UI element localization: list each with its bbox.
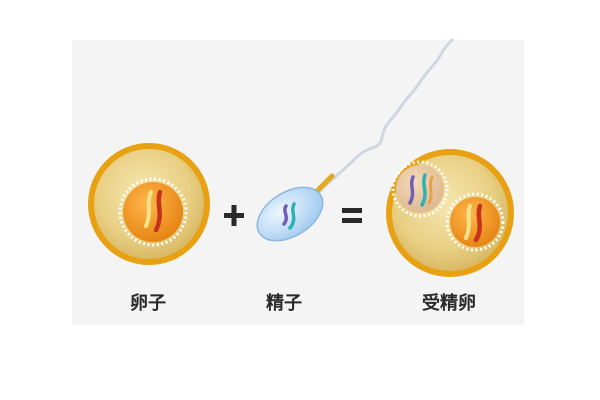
sperm-cell [256, 38, 454, 242]
sperm-tail [316, 38, 454, 195]
chromosome-teal [288, 202, 296, 230]
egg-label: 卵子 [130, 293, 166, 314]
zygote-cell [386, 149, 514, 277]
plus-sign [224, 205, 244, 226]
equals-sign [342, 208, 362, 223]
paternal-pronucleus [391, 160, 449, 218]
sperm-label: 精子 [266, 293, 302, 314]
egg-cell [88, 143, 210, 265]
egg-nucleus [118, 177, 188, 247]
sperm-head [256, 186, 324, 242]
chromosome-purple [282, 204, 289, 226]
chromosome-red [153, 189, 163, 233]
maternal-pronucleus [445, 192, 505, 252]
zygote-label: 受精卵 [422, 293, 476, 314]
chromosome-yellow [144, 190, 153, 228]
